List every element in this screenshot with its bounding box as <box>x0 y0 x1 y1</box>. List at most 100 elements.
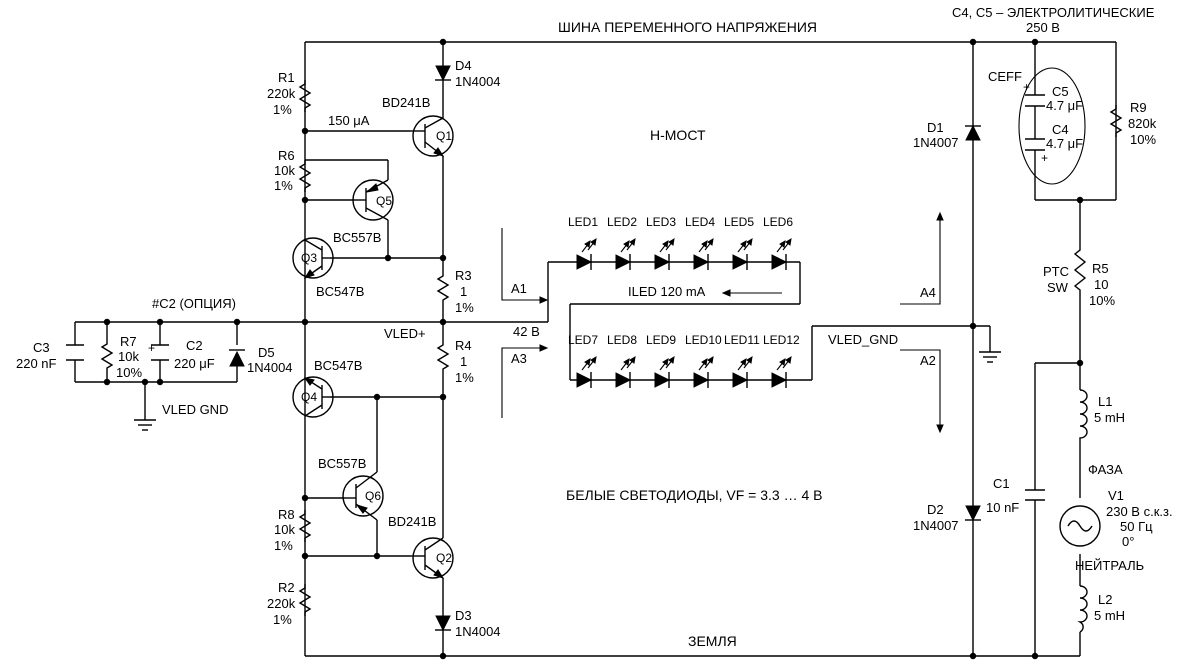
arrow-a1 <box>501 228 549 304</box>
r2-tol: 1% <box>273 612 292 627</box>
l1-value: 5 mH <box>1094 410 1125 425</box>
a1-label: A1 <box>511 281 527 296</box>
diode-d5 <box>229 349 245 367</box>
resistor-r2 <box>298 584 312 616</box>
r8-name: R8 <box>278 507 295 522</box>
led-12: LED12 <box>763 333 800 388</box>
svg-text:+: + <box>148 341 155 355</box>
q6-value: BC557B <box>318 456 366 471</box>
arrow-iled <box>721 289 782 297</box>
led-7: LED7 <box>568 333 598 388</box>
ceff-label: CEFF <box>988 69 1022 84</box>
r1-tol: 1% <box>273 102 292 117</box>
current-150-label: 150 μA <box>328 113 370 128</box>
d5-name: D5 <box>258 345 275 360</box>
c5-name: C5 <box>1052 84 1069 99</box>
d1-name: D1 <box>927 120 944 135</box>
svg-text:+: + <box>1041 151 1048 165</box>
capacitor-c2: + <box>148 341 169 361</box>
a3-label: A3 <box>511 351 527 366</box>
diode-d1 <box>965 124 981 141</box>
led-label: LED7 <box>568 333 598 347</box>
led-label: LED5 <box>724 215 754 229</box>
r9-name: R9 <box>1130 100 1147 115</box>
led-6: LED6 <box>763 215 793 270</box>
v1-phase: 0° <box>1122 534 1134 549</box>
r9-value: 820k <box>1128 116 1157 131</box>
r3-name: R3 <box>455 268 472 283</box>
v1-name: V1 <box>1108 488 1124 503</box>
r3-tol: 1% <box>455 300 474 315</box>
resistor-r8 <box>298 510 312 542</box>
ground-symbol-left <box>134 419 156 431</box>
q1-value: BD241B <box>382 95 430 110</box>
resistor-r5 <box>1073 240 1087 300</box>
resistor-r4 <box>436 340 450 380</box>
phase-label: ФАЗА <box>1088 462 1123 477</box>
vled-gnd-left-label: VLED GND <box>162 402 228 417</box>
svg-text:+: + <box>1023 80 1030 94</box>
r6-value: 10k <box>274 163 295 178</box>
r6-name: R6 <box>278 148 295 163</box>
led-2: LED2 <box>607 215 637 270</box>
caps-note-label: C4, C5 – ЭЛЕКТРОЛИТИЧЕСКИЕ <box>952 5 1155 20</box>
led-label: LED6 <box>763 215 793 229</box>
transistor-q5 <box>352 179 394 221</box>
a2-label: A2 <box>920 353 936 368</box>
inductor-l1 <box>1079 389 1088 440</box>
capacitor-c1 <box>1025 489 1045 501</box>
capacitor-c3 <box>66 344 84 361</box>
transistor-q4 <box>292 376 334 418</box>
c3-name: C3 <box>33 340 50 355</box>
d3-name: D3 <box>455 608 472 623</box>
led-label: LED1 <box>568 215 598 229</box>
led-3: LED3 <box>646 215 676 270</box>
v1-value: 230 В с.к.з. <box>1106 504 1173 519</box>
v1-freq: 50 Гц <box>1120 519 1153 534</box>
led-9: LED9 <box>646 333 676 388</box>
transistor-q6 <box>342 471 384 521</box>
d3-value: 1N4004 <box>455 624 501 639</box>
c2-name: C2 <box>186 338 203 353</box>
vled-gnd-right-label: VLED_GND <box>828 332 898 347</box>
iled-label: ILED 120 mA <box>628 284 706 299</box>
c4-value: 4.7 μF <box>1046 136 1083 151</box>
r5-tol: 10% <box>1089 293 1115 308</box>
ground-label: ЗЕМЛЯ <box>688 633 737 649</box>
text-labels: ШИНА ПЕРЕМЕННОГО НАПРЯЖЕНИЯ C4, C5 – ЭЛЕ… <box>16 5 1173 649</box>
d2-name: D2 <box>927 502 944 517</box>
diode-d4 <box>435 65 451 82</box>
r7-name: R7 <box>120 334 137 349</box>
r4-tol: 1% <box>455 370 474 385</box>
led-label: LED12 <box>763 333 800 347</box>
r9-tol: 10% <box>1130 132 1156 147</box>
junction-dots <box>103 38 1084 660</box>
led-label: LED11 <box>724 333 760 347</box>
r6-tol: 1% <box>274 178 293 193</box>
r5-type: PTC <box>1043 264 1069 279</box>
q2-name: Q2 <box>436 551 452 565</box>
led-8: LED8 <box>607 333 637 388</box>
led-label: LED10 <box>685 333 722 347</box>
led-4: LED4 <box>685 215 715 270</box>
vled-plus-label: VLED+ <box>384 326 426 341</box>
r2-value: 220k <box>267 596 296 611</box>
q5-value: BC557B <box>333 230 381 245</box>
r4-value: 1 <box>460 354 467 369</box>
diode-d2 <box>965 505 981 522</box>
l1-name: L1 <box>1098 394 1112 409</box>
l2-name: L2 <box>1098 592 1112 607</box>
led-label: LED2 <box>607 215 637 229</box>
ground-symbol-right <box>979 351 1001 363</box>
c2-value: 220 μF <box>174 356 215 371</box>
c3-value: 220 nF <box>16 356 57 371</box>
q1-name: Q1 <box>436 129 452 143</box>
d4-value: 1N4004 <box>455 74 501 89</box>
led-label: LED8 <box>607 333 637 347</box>
r8-tol: 1% <box>274 538 293 553</box>
led-label: LED9 <box>646 333 676 347</box>
resistor-r7 <box>100 340 114 372</box>
h-bridge-label: H-МОСТ <box>650 127 706 143</box>
